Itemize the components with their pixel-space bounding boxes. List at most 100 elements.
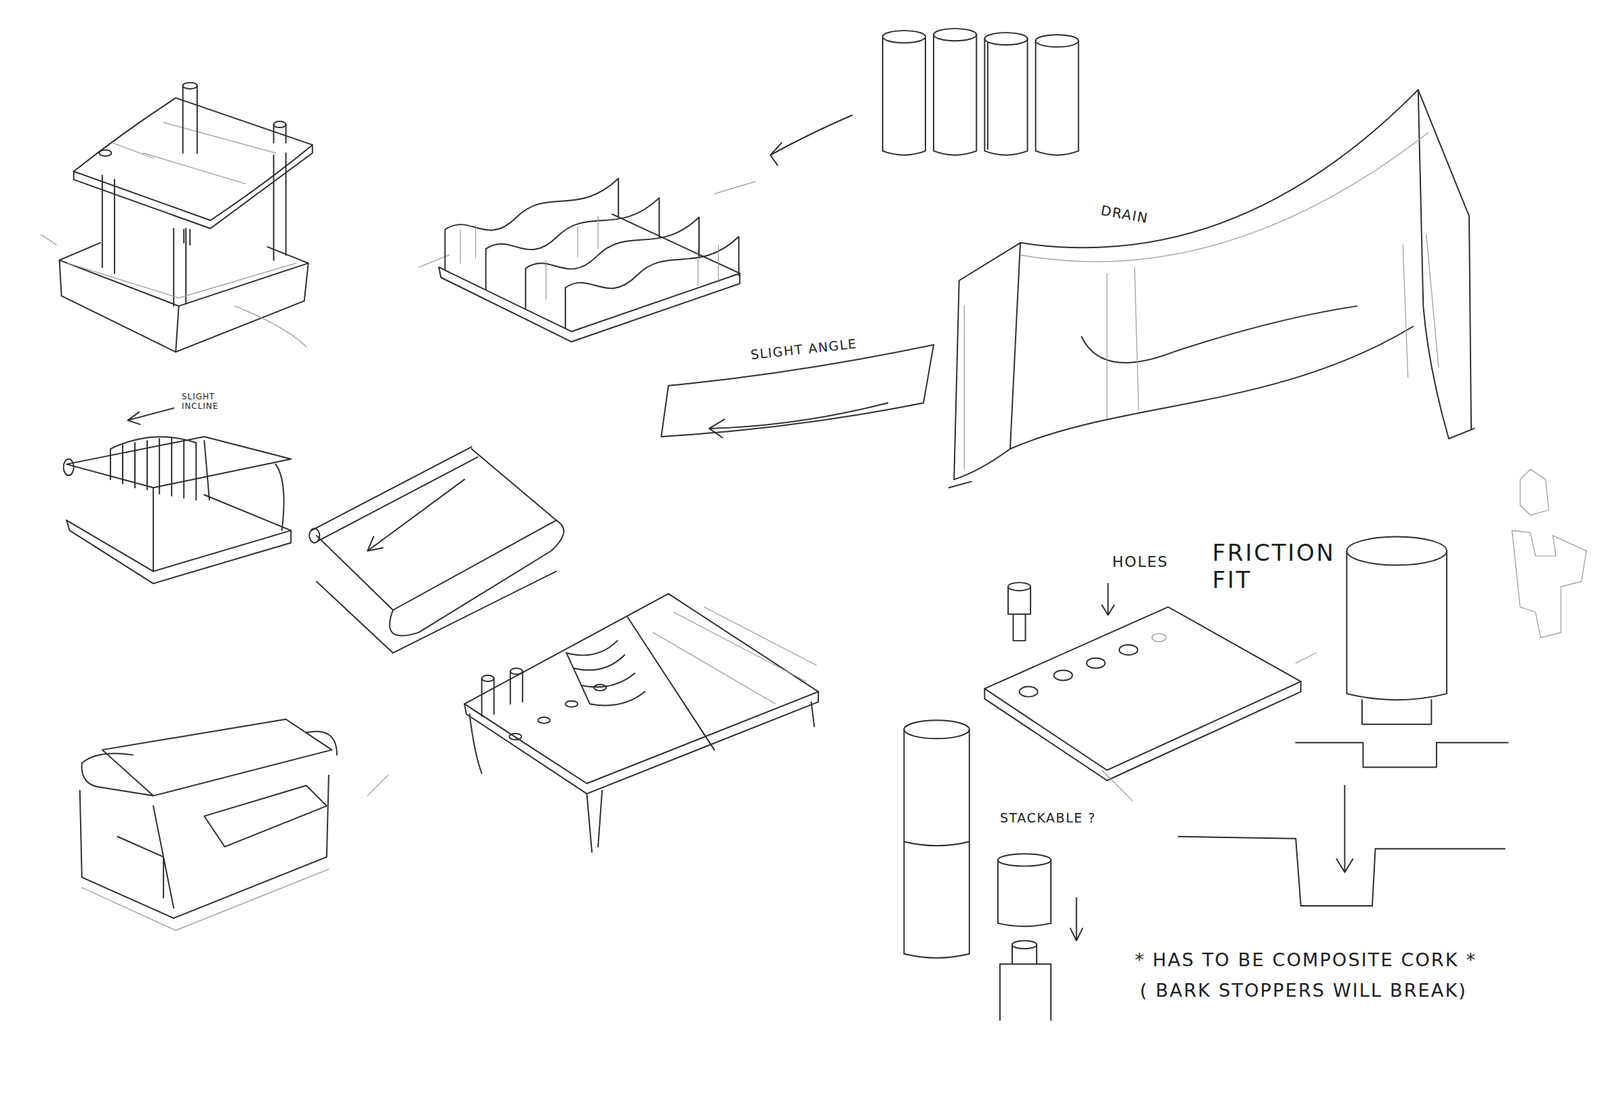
sketch-line (984, 681, 1301, 781)
sketch-line (82, 774, 388, 931)
sketch-line (1008, 582, 1031, 591)
sketch-line (1346, 536, 1447, 565)
sketch-line (311, 446, 478, 541)
sketch-line (306, 731, 337, 756)
sketch-line (273, 124, 287, 261)
post-table-sketch (41, 82, 313, 352)
part-label: SLIGHT INCLINE (181, 391, 230, 412)
sketch-line (997, 859, 1051, 927)
sketch-line (460, 225, 476, 264)
peg-table-sketch (464, 593, 819, 853)
stackable-sketch (997, 853, 1083, 1020)
sketch-line (389, 520, 565, 636)
sketch-line (153, 440, 285, 572)
sketch-line (984, 32, 1028, 45)
sketch-line (525, 216, 699, 309)
sketch-line (565, 701, 578, 708)
angled-band-sketch (661, 345, 934, 438)
wavy-divider-tray-sketch (418, 178, 756, 342)
sketch-line (1362, 699, 1432, 725)
sketch-line (59, 242, 309, 306)
sketch-line (510, 671, 523, 704)
note-label: * HAS TO BE COMPOSITE CORK * (1134, 949, 1477, 971)
sketch-line (486, 197, 660, 290)
inclined-stack-sketch (63, 408, 292, 584)
sketch-line (566, 640, 645, 706)
sketch-line (953, 326, 1413, 480)
sketch-line (1035, 34, 1079, 47)
part-label: DRAIN (1098, 202, 1150, 227)
sketch-line (882, 30, 926, 43)
sketch-line (1035, 40, 1079, 156)
sketch-line (510, 668, 523, 675)
sketch-line (117, 806, 174, 908)
sketch-line (418, 181, 756, 268)
sketch-line (882, 36, 926, 156)
sketch-line (102, 719, 333, 796)
sketch-line (1119, 644, 1138, 655)
sketch-line (438, 267, 740, 342)
sketch-line (565, 236, 739, 329)
sketch-line (82, 753, 154, 796)
sketch-line (1151, 633, 1167, 642)
sketch-line (984, 38, 1028, 156)
sketch-line (661, 345, 934, 437)
sketch-line (309, 528, 320, 543)
sketch-line (1086, 657, 1106, 668)
lidded-box-sketch (80, 719, 388, 931)
sketch-line (509, 733, 522, 740)
sketch-line (770, 115, 852, 166)
sketch-line (652, 606, 817, 704)
sketch-line (204, 785, 327, 847)
sketch-line (316, 571, 557, 653)
rolled-tray-sketch (309, 446, 564, 653)
sketch-line (1081, 305, 1357, 363)
sketch-line (66, 520, 291, 584)
sketch-line (903, 720, 969, 739)
sketch-line (1054, 670, 1073, 681)
sketch-line (1101, 652, 1316, 801)
sketch-line (183, 82, 198, 89)
sketch-line (709, 402, 888, 438)
sketch-line (545, 261, 547, 299)
sketch-line (73, 145, 313, 229)
sketch-line (112, 122, 276, 184)
sketch-line (1018, 686, 1038, 697)
sketch-line (1178, 836, 1505, 906)
friction-fit-sketch (1295, 536, 1508, 767)
sketch-line (537, 717, 550, 724)
drain-rack-sketch (949, 89, 1475, 488)
sketch-line (173, 228, 186, 306)
tall-cylinder-sketch (903, 720, 969, 958)
sketch-line (102, 175, 115, 274)
sketch-line (997, 853, 1051, 866)
sketch-line (1008, 586, 1031, 641)
sketch-line (67, 263, 297, 298)
sketch-line (66, 436, 291, 488)
part-label: HOLES (1112, 553, 1169, 571)
sketch-line (63, 458, 74, 476)
sketch-line (1336, 785, 1353, 873)
scribble-sketch (1511, 469, 1587, 638)
sketch-line (80, 774, 329, 918)
sketch-line (949, 481, 972, 488)
sketch-line (367, 479, 465, 551)
sketch-line (73, 97, 313, 221)
sketch-line (66, 494, 291, 572)
sketch-line (41, 234, 307, 348)
sketch-line (1346, 550, 1447, 700)
sketch-line (98, 149, 112, 156)
cross-section-sketch (1178, 785, 1505, 907)
sketch-line (316, 448, 557, 611)
sketch-line (464, 691, 819, 794)
sketch-line (1511, 530, 1587, 638)
sketch-line (1020, 132, 1429, 262)
sketch-line (464, 593, 819, 784)
sketch-line (698, 244, 719, 286)
sketch-line (273, 121, 287, 128)
heading-label: FRICTION FIT (1212, 538, 1335, 595)
sketch-line (59, 260, 309, 352)
sketch-line (469, 701, 815, 852)
